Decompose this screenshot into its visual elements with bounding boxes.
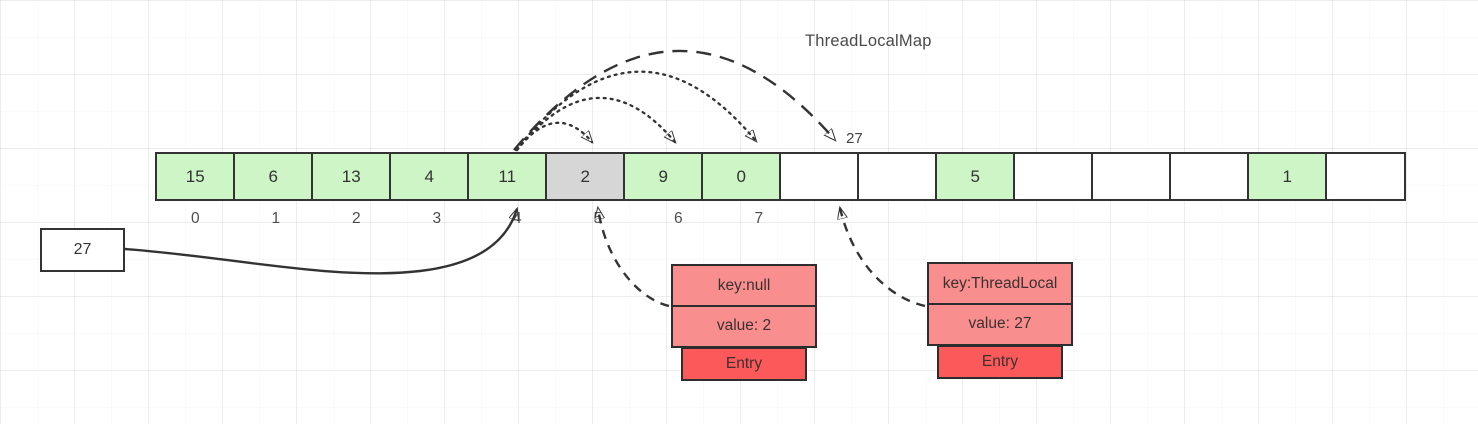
entry-card-stale: key:null value: 2 Entry (671, 264, 817, 381)
array-cell-15 (1325, 152, 1406, 201)
array-cell-9 (857, 152, 938, 201)
entry-key-row: key:ThreadLocal (927, 262, 1073, 305)
index-label-row: 0 1 2 3 4 5 6 7 (155, 210, 799, 228)
entry-footer-tab: Entry (937, 344, 1063, 379)
entry-footer-text: Entry (981, 352, 1019, 370)
entry-key-text: key:ThreadLocal (942, 274, 1058, 292)
entry-key-row: key:null (671, 264, 817, 307)
array-cell-6: 9 (623, 152, 704, 201)
entry-value-text: value: 2 (716, 317, 772, 334)
array-cell-5: 2 (545, 152, 626, 201)
incoming-value-text: 27 (73, 241, 92, 258)
index-label-2: 2 (351, 210, 361, 227)
index-label-4: 4 (512, 210, 522, 227)
index-label-1: 1 (271, 210, 281, 227)
probe-arc-slot5 (515, 121, 592, 152)
array-cell-8 (779, 152, 860, 201)
entry-value-text: value: 27 (968, 315, 1032, 332)
array-cell-14: 1 (1247, 152, 1328, 201)
array-cell-12 (1091, 152, 1172, 201)
probe-arc-slot6 (515, 96, 675, 152)
index-label-3: 3 (432, 210, 442, 227)
index-label-0: 0 (190, 210, 200, 227)
incoming-value-box: 27 (40, 228, 125, 272)
array-cell-4: 11 (467, 152, 548, 201)
array-cell-7: 0 (701, 152, 782, 201)
index-label-7: 7 (754, 210, 764, 227)
entry-key-text: key:null (717, 276, 771, 294)
diagram-title: ThreadLocalMap (805, 32, 932, 50)
entry-value-row: value: 2 (671, 304, 817, 348)
entry-value-row: value: 27 (927, 302, 1073, 346)
live-entry-link-arrow (840, 208, 926, 308)
probe-arc-slot7 (514, 70, 756, 152)
array-cell-1: 6 (233, 152, 314, 201)
array-cell-10: 5 (935, 152, 1016, 201)
array-cell-11 (1013, 152, 1094, 201)
array-cell-13 (1169, 152, 1250, 201)
pending-value-label: 27 (846, 130, 863, 147)
entry-footer-text: Entry (725, 354, 763, 372)
index-label-6: 6 (673, 210, 683, 227)
array-cell-0: 15 (155, 152, 236, 201)
entry-card-live: key:ThreadLocal value: 27 Entry (927, 262, 1073, 379)
entry-footer-tab: Entry (681, 346, 807, 381)
array-cell-2: 13 (311, 152, 392, 201)
probe-arc-slot8 (513, 49, 835, 151)
index-label-5: 5 (593, 210, 603, 227)
array-cell-3: 4 (389, 152, 470, 201)
